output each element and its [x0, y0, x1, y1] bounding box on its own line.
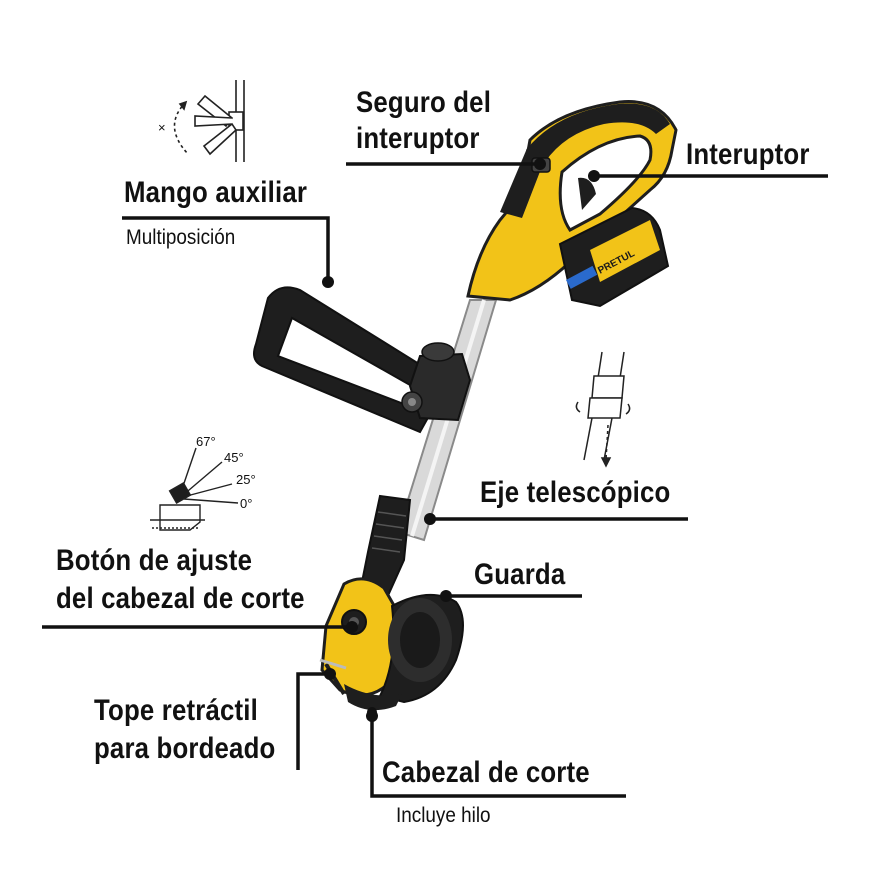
angle-0: 0°: [240, 496, 252, 511]
label-mango-sub: Multiposición: [126, 226, 236, 249]
leader-dots: [322, 158, 600, 722]
label-tope-line1: Tope retráctil: [94, 694, 258, 727]
handle-rotation-inset: ×: [158, 80, 245, 162]
label-cabezal: Cabezal de corte: [382, 756, 590, 789]
leader-lines: [42, 162, 828, 798]
angle-25: 25°: [236, 472, 256, 487]
label-cabezal-sub: Incluye hilo: [396, 804, 491, 827]
angle-67: 67°: [196, 434, 216, 449]
label-boton-line2: del cabezal de corte: [56, 582, 305, 615]
angle-45: 45°: [224, 450, 244, 465]
label-eje-telescopico: Eje telescópico: [480, 476, 671, 509]
label-tope-line2: para bordeado: [94, 732, 276, 765]
label-seguro-line2: interuptor: [356, 122, 480, 155]
telescopic-inset: [575, 351, 631, 468]
svg-text:×: ×: [158, 120, 166, 135]
label-mango-auxiliar: Mango auxiliar: [124, 176, 308, 209]
label-interuptor: Interuptor: [686, 138, 810, 171]
trimmer-body: PRETUL: [253, 100, 678, 724]
label-guarda: Guarda: [474, 558, 566, 591]
label-boton-line1: Botón de ajuste: [56, 544, 253, 577]
label-seguro-line1: Seguro del: [356, 86, 492, 119]
head-angle-inset: [150, 447, 239, 531]
